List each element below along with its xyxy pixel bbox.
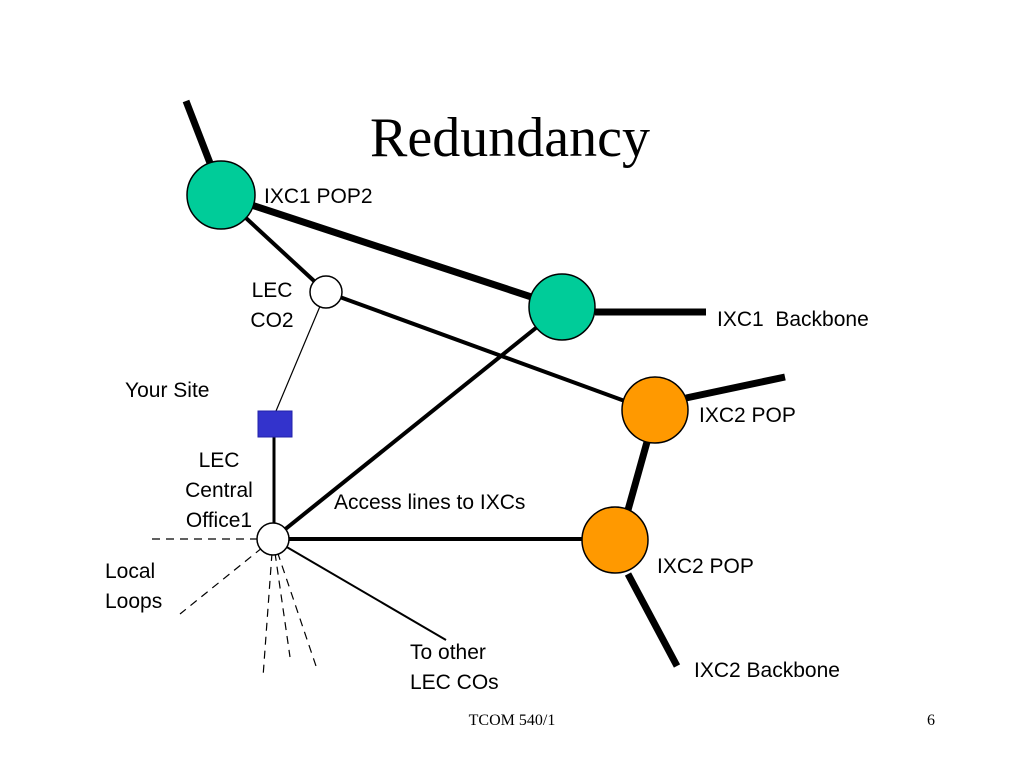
ixc1-pop2-to-pop-trunk [219, 191, 564, 311]
label-to-other-lec-cos-line1: To other [410, 641, 486, 664]
ixc2-pop-uplink [685, 373, 786, 402]
label-lec-co2-line1: LEC [252, 279, 293, 302]
ixc2-pop-interconnect [624, 441, 651, 511]
label-ixc1-backbone: IXC1 Backbone [717, 308, 869, 331]
label-your-site: Your Site [125, 379, 209, 402]
label-ixc1-pop2: IXC1 POP2 [264, 185, 373, 208]
ixc1-pop2-node [186, 160, 256, 230]
label-lec-co1-line1: LEC [199, 449, 240, 472]
label-lec-co1-line3: Office1 [186, 509, 252, 532]
ixc2-pop-lower-node [581, 506, 649, 574]
ixc2-pop-upper-node [621, 376, 689, 444]
ixc1-pop2-uplink [182, 99, 214, 165]
local-loops-dashed-lines [152, 538, 317, 678]
lec-co2-to-ixc2-pop-line [325, 290, 656, 414]
label-to-other-lec-cos-line2: LEC COs [410, 671, 499, 694]
your-site-square [257, 410, 293, 438]
label-ixc2-pop-lower: IXC2 POP [657, 555, 754, 578]
label-lec-co2-line2: CO2 [250, 309, 293, 332]
ixc1-pop-node [528, 273, 596, 341]
co1-to-other-cos-line [272, 538, 447, 641]
label-local-loops-line2: Loops [105, 590, 162, 613]
slide-title: Redundancy [370, 107, 650, 169]
footer-page-number: 6 [927, 712, 935, 729]
footer-course-code: TCOM 540/1 [469, 712, 556, 729]
lec-co1-node [256, 522, 290, 556]
lec-co2-node [309, 275, 343, 309]
label-ixc2-pop-upper: IXC2 POP [699, 404, 796, 427]
lec-co2-to-site-line [275, 291, 327, 412]
label-local-loops-line1: Local [105, 560, 155, 583]
co1-to-ixc1-pop-line [271, 305, 564, 541]
label-lec-co1-line2: Central [185, 479, 253, 502]
label-access-lines: Access lines to IXCs [334, 491, 525, 514]
ixc2-backbone-line [624, 572, 681, 668]
label-ixc2-backbone: IXC2 Backbone [694, 659, 840, 682]
